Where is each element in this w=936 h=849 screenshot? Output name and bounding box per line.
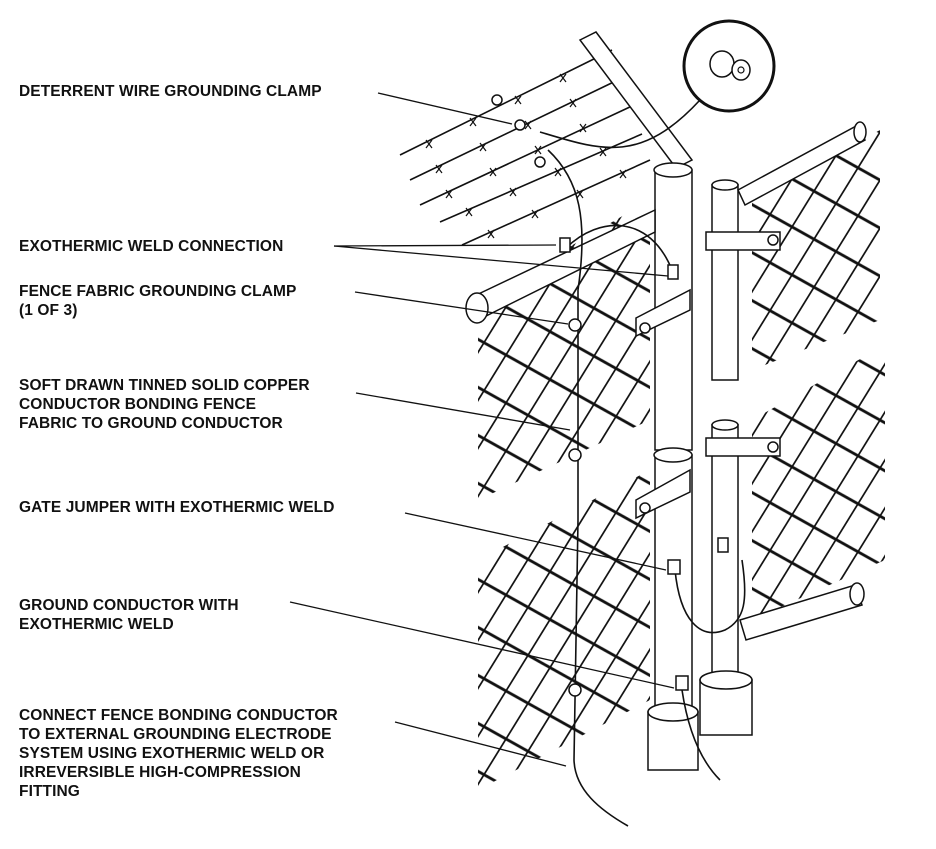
deterrent-wires [399,49,651,246]
fabric-grounding-clamps [491,94,582,697]
gate-hinges [635,231,781,520]
leader-lines [289,92,675,767]
extension-arm [578,31,694,169]
gate-jumper [667,537,746,634]
exothermic-loop [559,224,679,280]
label-connect-bonding-conductor: CONNECT FENCE BONDING CONDUCTOR TO EXTER… [19,707,338,800]
label-deterrent-wire-clamp: DETERRENT WIRE GROUNDING CLAMP [19,83,322,100]
label-exothermic-weld-connection: EXOTHERMIC WELD CONNECTION [19,238,284,255]
label-fence-fabric-clamp: FENCE FABRIC GROUNDING CLAMP (1 OF 3) [19,283,297,319]
gate-post [711,121,867,691]
label-gate-jumper: GATE JUMPER WITH EXOTHERMIC WELD [19,499,335,516]
fence-fabric-lower-right [752,345,885,620]
label-soft-drawn-conductor: SOFT DRAWN TINNED SOLID COPPER CONDUCTOR… [19,377,310,432]
clamp-detail-callout [682,19,776,113]
concrete-footing [647,670,753,771]
fence-fabric-upper-right [752,130,880,370]
label-ground-conductor: GROUND CONDUCTOR WITH EXOTHERMIC WELD [19,597,239,633]
fence-fabric-lower-left [478,470,650,790]
post-bonding-lead [675,675,721,781]
line-post [653,162,693,713]
top-rail [465,208,656,324]
ground-conductor [539,99,701,827]
